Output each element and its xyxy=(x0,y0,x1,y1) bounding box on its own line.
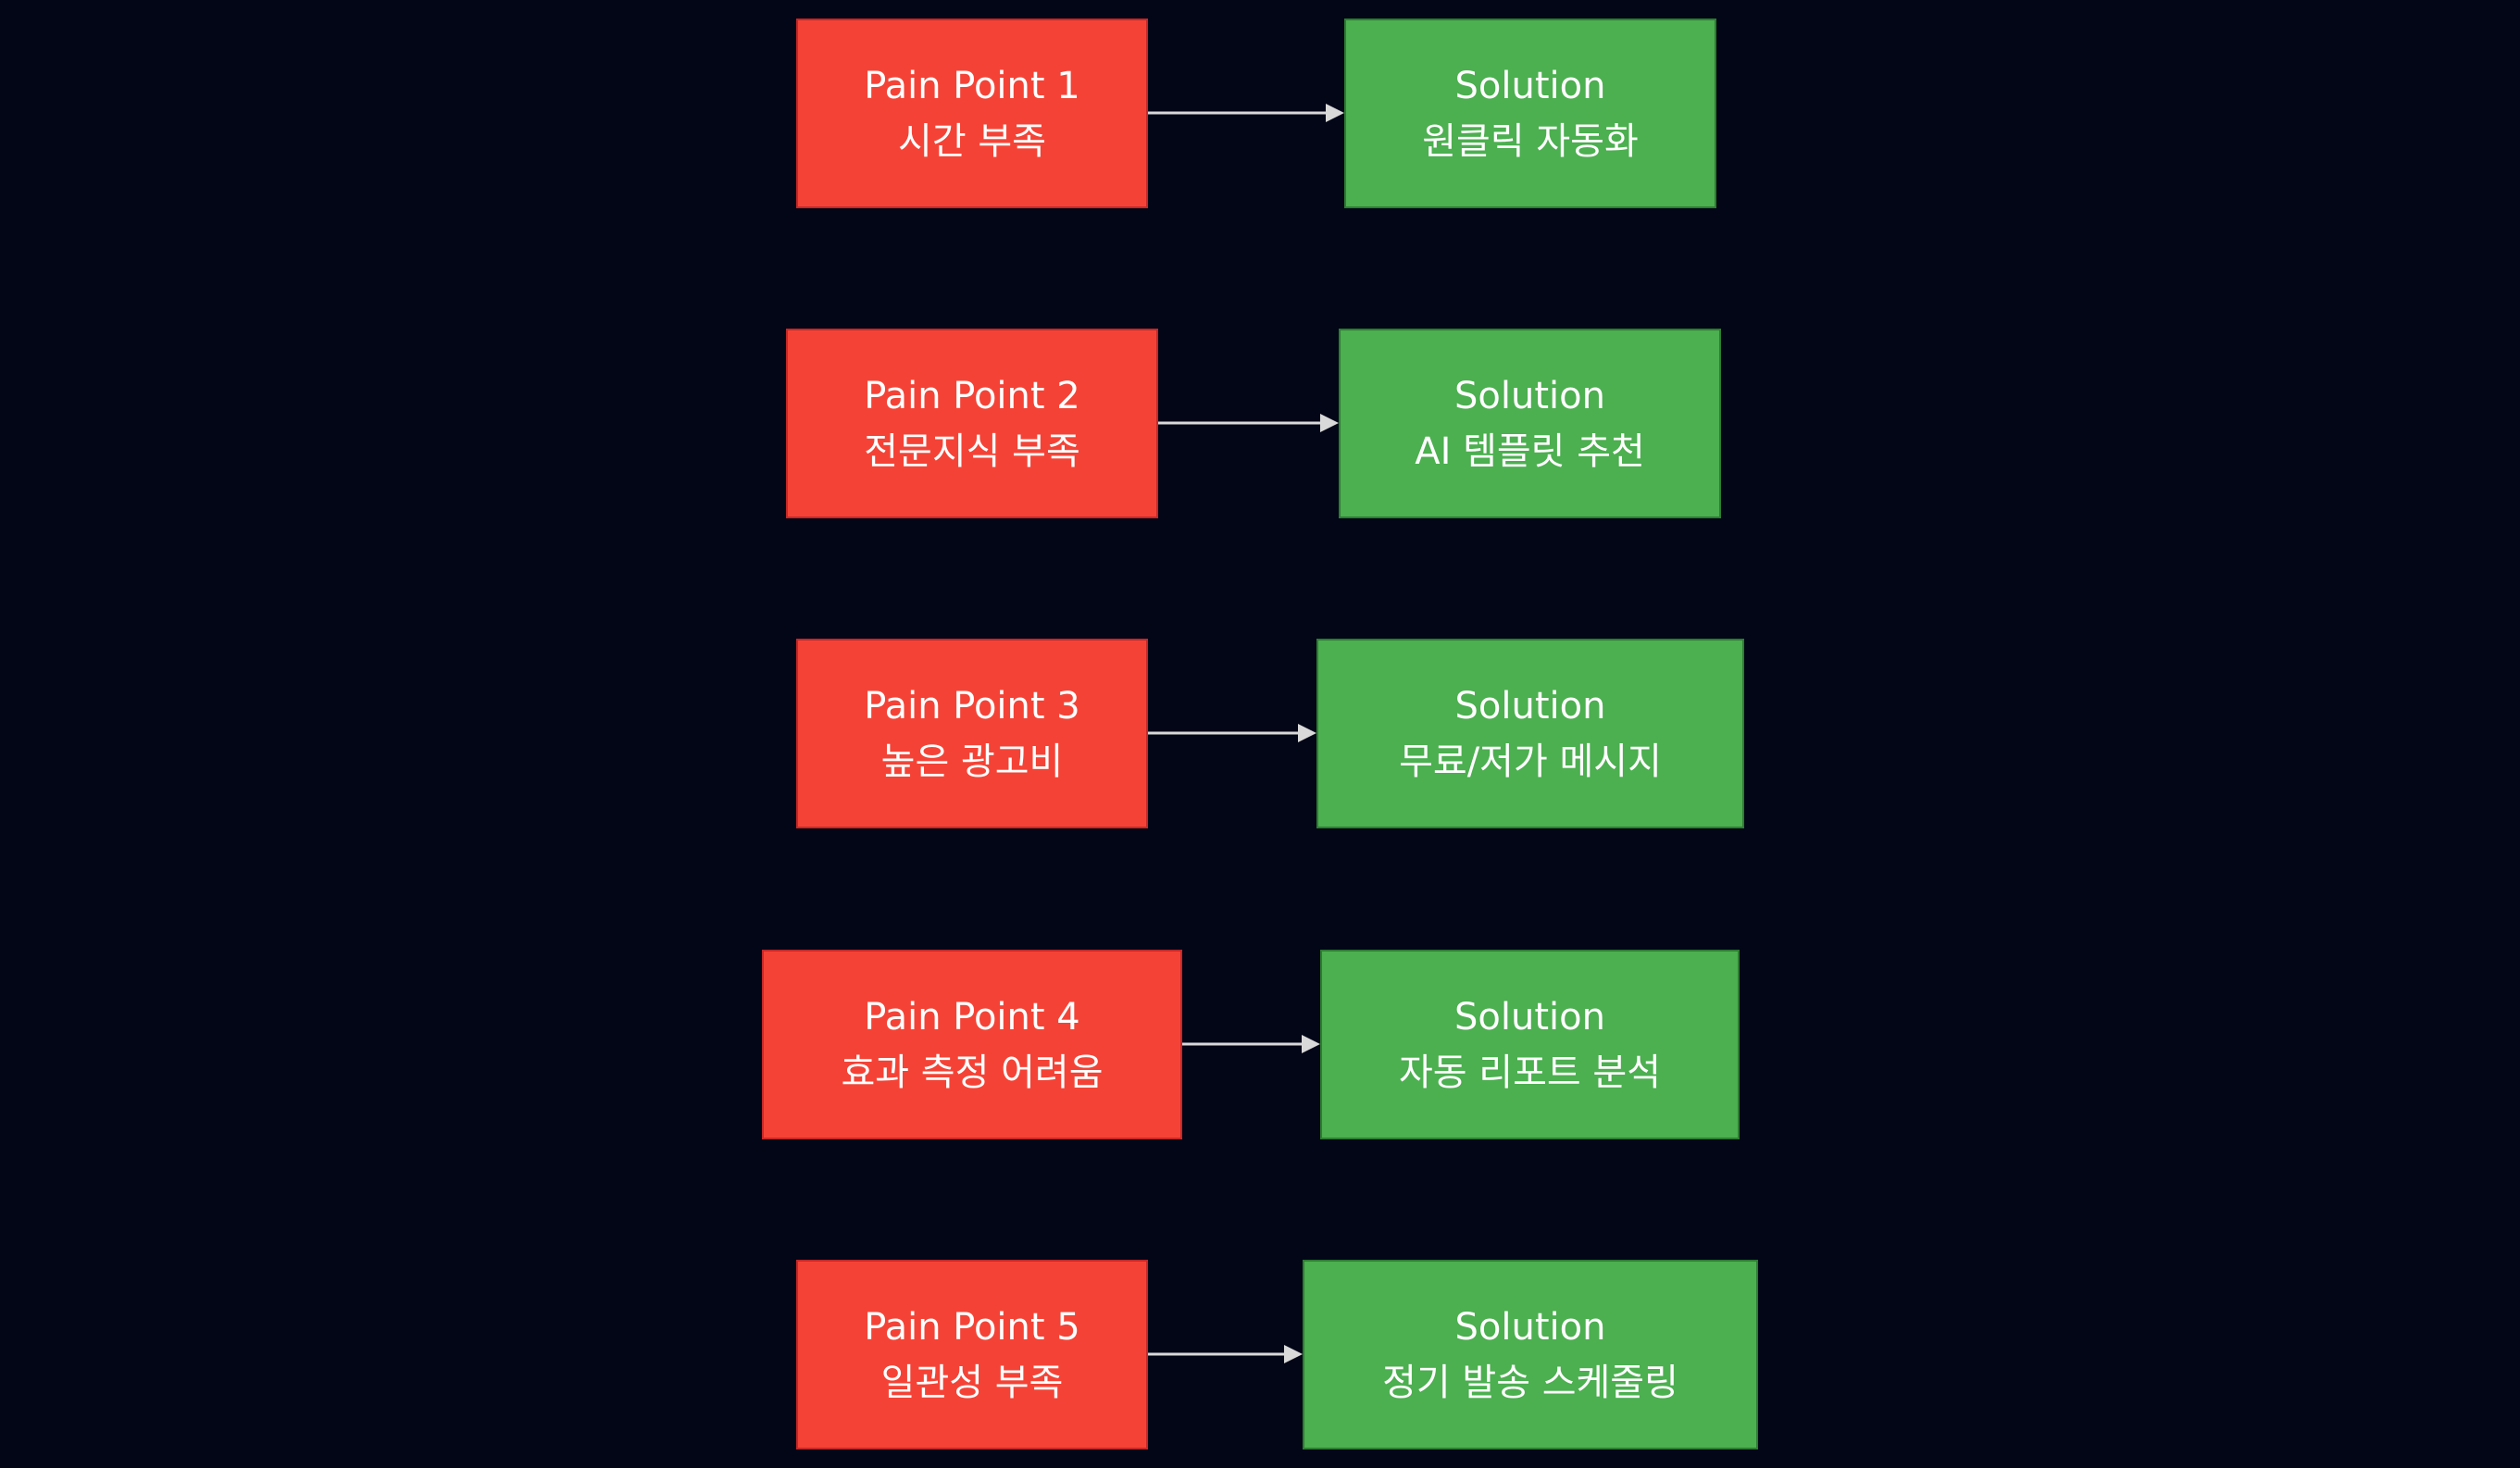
pain-point-node-3: Pain Point 3 높은 광고비 xyxy=(796,639,1148,828)
node-subtitle: 시간 부족 xyxy=(898,119,1046,163)
node-subtitle: 전문지식 부족 xyxy=(864,429,1080,473)
node-subtitle: 정기 발송 스케줄링 xyxy=(1382,1361,1678,1404)
solution-node-3: Solution 무료/저가 메시지 xyxy=(1316,639,1744,828)
node-title: Pain Point 4 xyxy=(864,995,1080,1039)
node-subtitle: 일관성 부족 xyxy=(880,1361,1064,1404)
node-title: Solution xyxy=(1454,64,1606,107)
pain-point-node-4: Pain Point 4 효과 측정 어려움 xyxy=(762,950,1182,1139)
edge-2 xyxy=(1158,414,1339,432)
node-title: Pain Point 3 xyxy=(864,684,1080,728)
node-subtitle: 효과 측정 어려움 xyxy=(841,1051,1104,1094)
edge-4 xyxy=(1182,1035,1320,1053)
node-subtitle: 높은 광고비 xyxy=(880,740,1064,783)
node-title: Pain Point 5 xyxy=(864,1305,1080,1349)
node-subtitle: 자동 리포트 분석 xyxy=(1398,1051,1662,1094)
edge-5 xyxy=(1148,1345,1303,1363)
node-subtitle: 무료/저가 메시지 xyxy=(1399,740,1662,783)
solution-node-5: Solution 정기 발송 스케줄링 xyxy=(1303,1260,1758,1449)
solution-node-4: Solution 자동 리포트 분석 xyxy=(1320,950,1740,1139)
pain-point-node-1: Pain Point 1 시간 부족 xyxy=(796,19,1148,208)
node-subtitle: AI 템플릿 추천 xyxy=(1415,429,1645,473)
node-subtitle: 원클릭 자동화 xyxy=(1422,119,1639,163)
edge-1 xyxy=(1148,104,1344,122)
solution-node-2: Solution AI 템플릿 추천 xyxy=(1339,329,1721,518)
node-title: Solution xyxy=(1454,684,1606,728)
node-title: Pain Point 1 xyxy=(864,64,1080,107)
node-title: Solution xyxy=(1454,995,1605,1039)
pain-point-node-5: Pain Point 5 일관성 부족 xyxy=(796,1260,1148,1449)
pain-point-node-2: Pain Point 2 전문지식 부족 xyxy=(786,329,1158,518)
node-title: Solution xyxy=(1454,1305,1606,1349)
edge-3 xyxy=(1148,724,1316,742)
node-title: Pain Point 2 xyxy=(864,374,1080,417)
node-title: Solution xyxy=(1454,374,1605,417)
solution-node-1: Solution 원클릭 자동화 xyxy=(1344,19,1716,208)
